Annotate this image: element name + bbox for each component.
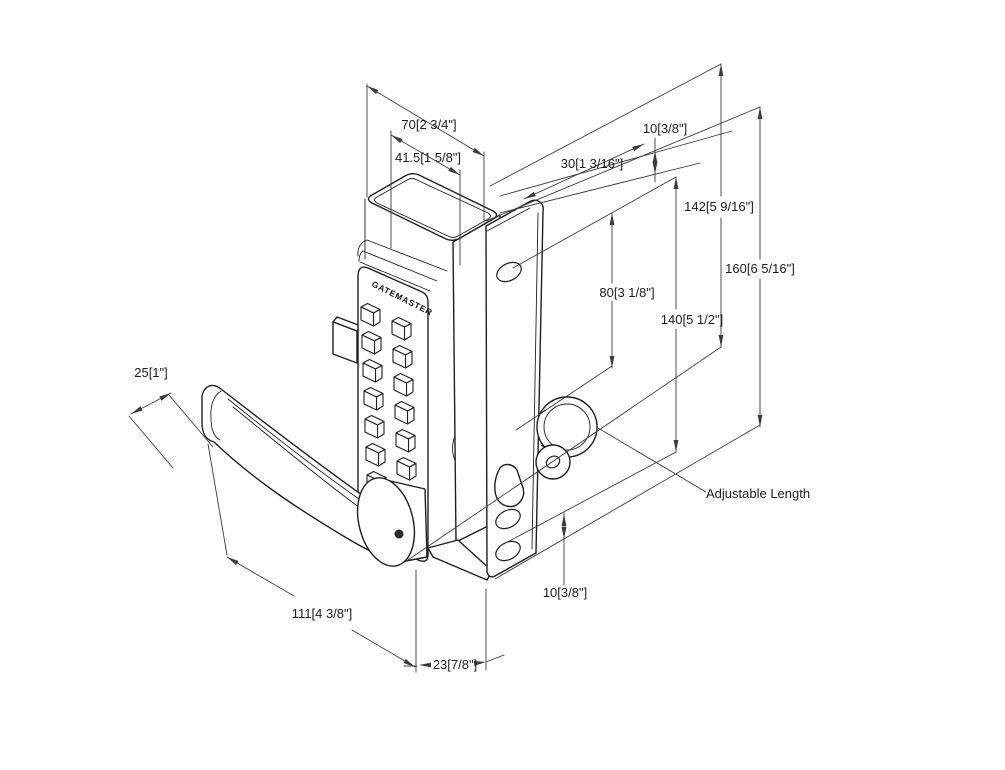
keypad-button: [392, 344, 413, 369]
keypad-button: [396, 456, 417, 481]
dim-lever-length: 111[4 3/8"]: [292, 606, 353, 621]
dim-height-80: 80[3 1/8"]: [599, 285, 654, 300]
dim-lever-width: 25[1"]: [134, 365, 168, 380]
lock-assembly: GATEMASTER: [201, 173, 598, 581]
dim-height-140: 140[5 1/2"]: [661, 312, 723, 327]
dim-width-keypad: 41.5[1 5/8"]: [395, 150, 461, 165]
side-tab: [332, 316, 362, 364]
keypad-button: [391, 316, 412, 341]
dim-plate-width: 30[1 3/16"]: [561, 156, 623, 171]
lever-bar: [201, 384, 403, 564]
dimension-labels: 70[2 3/4"] 41.5[1 5/8"] 10[3/8"] 30[1 3/…: [134, 117, 810, 672]
dimension-arrows: [131, 64, 763, 668]
hub-hole: [394, 529, 404, 539]
keypad-button: [394, 400, 415, 425]
dim-height-160: 160[6 5/16"]: [725, 261, 795, 276]
dim-offset-top: 10[3/8"]: [643, 121, 687, 136]
keypad-button: [362, 358, 383, 383]
dim-height-142: 142[5 9/16"]: [684, 199, 754, 214]
keypad-button: [361, 330, 382, 355]
keypad: [360, 302, 417, 495]
dim-offset-bottom: 10[3/8"]: [543, 585, 587, 600]
keypad-button: [395, 428, 416, 453]
keypad-button: [360, 302, 381, 327]
adjustable-length-label: Adjustable Length: [706, 486, 810, 501]
housing-foot: [427, 539, 493, 581]
lever-hub: [356, 477, 428, 567]
mounting-plate: [485, 199, 544, 578]
plate-hole-bottom-1: [495, 508, 521, 530]
dim-depth-23: 23[7/8"]: [433, 657, 477, 672]
keypad-button: [364, 414, 385, 439]
housing-top-face: [367, 173, 498, 241]
keypad-button: [393, 372, 414, 397]
lever-handle: [201, 384, 428, 567]
dim-width-overall: 70[2 3/4"]: [401, 117, 456, 132]
keypad-button: [365, 442, 386, 467]
keypad-button: [363, 386, 384, 411]
dimension-lines: [128, 63, 761, 673]
